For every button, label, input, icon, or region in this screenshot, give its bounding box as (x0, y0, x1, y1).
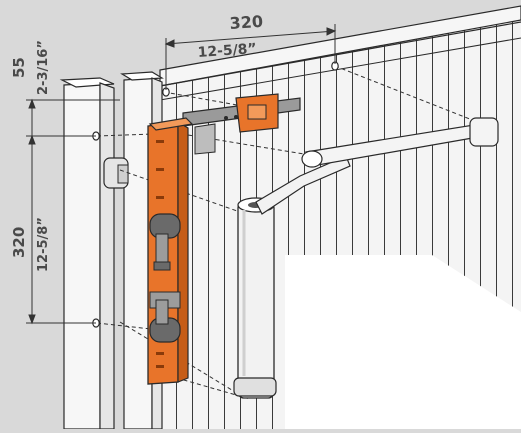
dimension-lines (26, 24, 337, 325)
mounting-bar (182, 93, 301, 155)
upper-clamp (149, 213, 181, 271)
large-vertical-primary: 320 (10, 227, 28, 258)
top-dimension-primary: 320 (229, 12, 264, 33)
large-vertical-secondary: 12-5/8” (36, 217, 51, 272)
hinge-icon (103, 157, 129, 189)
lower-clamp (149, 291, 181, 343)
overlay-area (285, 255, 521, 429)
top-dimension-secondary: 12-5/8” (197, 41, 257, 61)
small-vertical-secondary: 2-3/16” (36, 40, 51, 95)
small-vertical-primary: 55 (10, 57, 28, 78)
left-post (59, 77, 115, 430)
hydraulic-closer-icon (233, 197, 277, 399)
bracket-icon (147, 117, 194, 385)
closer-arm (255, 117, 499, 215)
